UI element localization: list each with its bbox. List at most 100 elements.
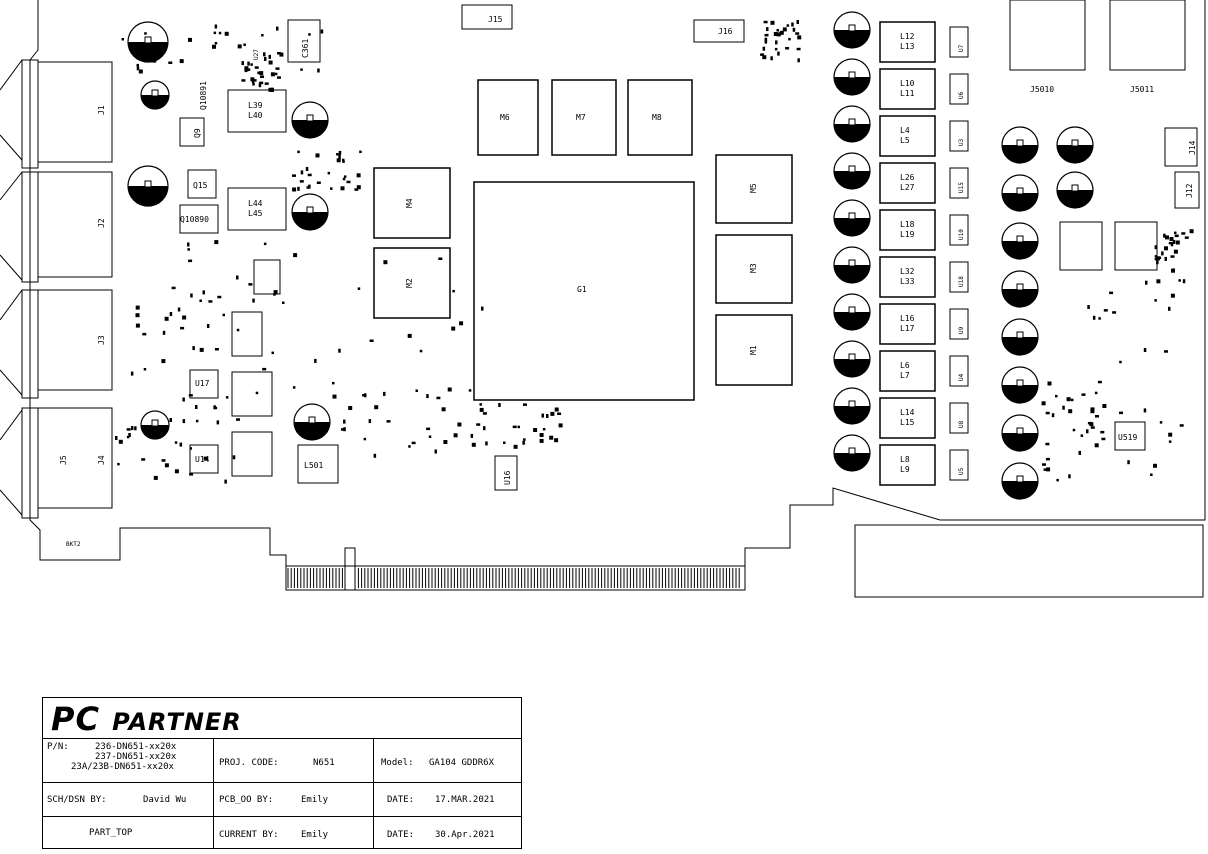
label-g1: G1 (577, 285, 587, 294)
date2: 30.Apr.2021 (435, 830, 495, 840)
label-l44: L44 (248, 199, 263, 208)
proj-code-label: PROJ. CODE: (219, 758, 279, 768)
vrm-inductor-label: L17 (900, 324, 915, 333)
label-c361: C361 (301, 39, 310, 58)
vrm-inductor-label: L16 (900, 314, 915, 323)
vrm-inductor-label: L15 (900, 418, 915, 427)
date2-label: DATE: (387, 830, 415, 840)
label-l40: L40 (248, 111, 263, 120)
label-l39: L39 (248, 101, 263, 110)
vrm-inductor-label: L32 (900, 267, 915, 276)
label-j5010: J5010 (1030, 85, 1054, 94)
regulator-label: U18 (958, 276, 965, 287)
model-label: Model: (381, 758, 414, 768)
vrm-inductor-label: L6 (900, 361, 910, 370)
pcb-label: PCB_OO BY: (219, 795, 274, 805)
vrm-inductor-label: L27 (900, 183, 915, 192)
label-u16: U16 (503, 470, 512, 485)
label-j12: J12 (1185, 183, 1194, 198)
label-m1: M1 (749, 345, 758, 355)
pn-line-3: 23A/23B-DN651-xx20x (71, 762, 174, 772)
vrm-inductor-label: L19 (900, 230, 915, 239)
vrm-inductor-label: L7 (900, 371, 910, 380)
label-c325: C325 (305, 212, 320, 219)
label-m6: M6 (500, 113, 510, 122)
vrm-inductor-label: L13 (900, 42, 915, 51)
label-q15: Q15 (193, 181, 208, 190)
bracket-right (854, 524, 1204, 598)
regulator-label: U7 (958, 44, 965, 52)
vrm-inductor-label: L4 (900, 126, 910, 135)
pcb-by: Emily (301, 795, 329, 805)
label-j1: J1 (97, 105, 106, 115)
pcie-gold-fingers (285, 565, 746, 591)
label-j5011: J5011 (1130, 85, 1154, 94)
smd-pads (115, 20, 1194, 484)
capacitors (127, 11, 1094, 500)
label-q10890: Q10890 (180, 215, 209, 224)
proj-code: N651 (313, 758, 335, 768)
title-block: PC PARTNER P/N: 236-DN651-xx20x 237-DN65… (42, 697, 522, 849)
label-q10891: Q10891 (199, 81, 208, 110)
label-u14: U14 (195, 455, 210, 464)
gpu-g1 (473, 181, 695, 401)
label-m5: M5 (749, 183, 758, 193)
regulator-label: U3 (958, 138, 965, 146)
label-m4: M4 (405, 198, 414, 208)
left-inductors (179, 0, 1200, 491)
label-c356: C356 (142, 45, 157, 52)
label-c64: C64 (308, 422, 319, 429)
company-logo: PC PARTNER (51, 700, 242, 738)
model: GA104 GDDR6X (429, 758, 495, 768)
label-m2: M2 (405, 278, 414, 288)
vrm-inductor-label: L8 (900, 455, 910, 464)
label-m3: M3 (749, 263, 758, 273)
label-j2: J2 (97, 218, 106, 228)
label-bkt2: BKT2 (66, 541, 81, 548)
memory-chips (373, 79, 793, 386)
label-m8: M8 (652, 113, 662, 122)
pn-label: P/N: (47, 742, 69, 752)
regulator-label: U8 (958, 420, 965, 428)
regulator-label: U6 (958, 91, 965, 99)
regulator-label: U15 (958, 182, 965, 193)
left-connectors (0, 59, 113, 519)
sch-by: David Wu (143, 795, 187, 805)
vrm-inductor-label: L14 (900, 408, 915, 417)
label-j14: J14 (1188, 140, 1197, 155)
date1: 17.MAR.2021 (435, 795, 495, 805)
vrm-inductor-label: L11 (900, 89, 915, 98)
label-j4: J4 (97, 455, 106, 465)
vrm-inductor-label: L10 (900, 79, 915, 88)
label-m7: M7 (576, 113, 586, 122)
current-by: Emily (301, 830, 329, 840)
label-c377: C377 (142, 187, 157, 194)
regulator-label: U5 (958, 467, 965, 475)
label-u17: U17 (195, 379, 210, 388)
label-j3: J3 (97, 335, 106, 345)
sch-label: SCH/DSN BY: (47, 795, 107, 805)
label-u27: U27 (253, 49, 260, 60)
label-l501: L501 (304, 461, 323, 470)
vrm-inductor-label: L9 (900, 465, 910, 474)
pn-line-2: 237-DN651-xx20x (95, 752, 177, 762)
label-j16: J16 (718, 27, 733, 36)
vrm-inductor-label: L18 (900, 220, 915, 229)
label-j15: J15 (488, 15, 503, 24)
label-l45: L45 (248, 209, 263, 218)
pn-line-1: 236-DN651-xx20x (95, 742, 177, 752)
part-name: PART_TOP (89, 828, 133, 838)
regulator-label: U4 (958, 373, 965, 381)
vrm-inductor-label: L12 (900, 32, 915, 41)
label-q9: Q9 (193, 128, 202, 138)
label-c327: C327 (305, 121, 320, 128)
label-u519: U519 (1118, 433, 1137, 442)
date1-label: DATE: (387, 795, 415, 805)
vrm-inductor-label: L26 (900, 173, 915, 182)
vrm-inductor-label: L5 (900, 136, 910, 145)
label-j5: J5 (59, 455, 68, 465)
regulator-label: U9 (958, 326, 965, 334)
vrm-inductor-label: L33 (900, 277, 915, 286)
